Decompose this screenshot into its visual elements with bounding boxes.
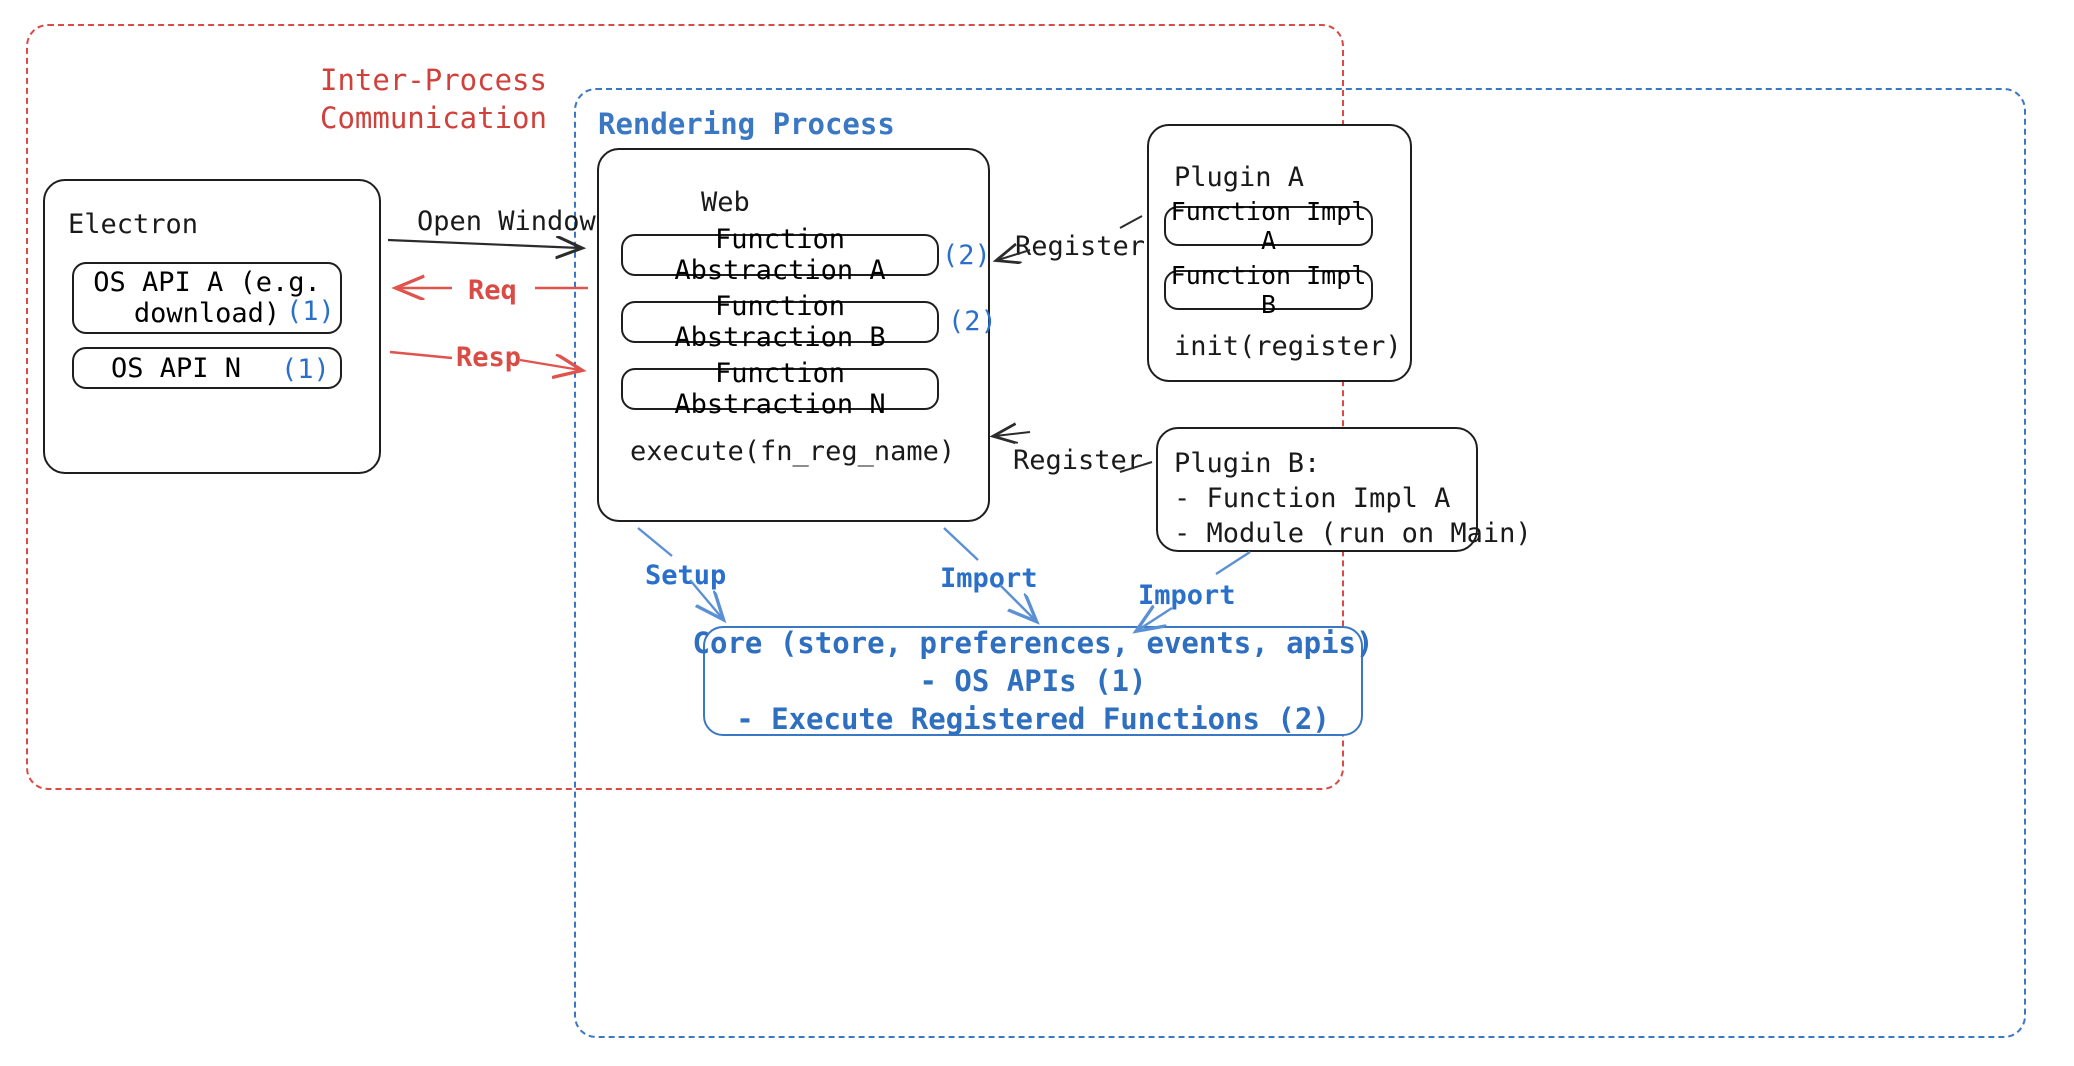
function-impl-a-label: Function Impl A — [1170, 197, 1367, 255]
function-abstraction-n-node[interactable]: Function Abstraction N — [621, 358, 939, 420]
edge-label-register-b: Register — [1013, 445, 1144, 476]
os-api-n-label: OS API N — [110, 352, 242, 384]
function-abstraction-a-label: Function Abstraction A — [674, 224, 886, 286]
plugin-a-init-label: init(register) — [1174, 331, 1402, 362]
function-abstraction-b-node[interactable]: Function Abstraction B — [621, 291, 939, 353]
function-abstraction-a-node[interactable]: Function Abstraction A — [621, 224, 939, 286]
core-line-3: - Execute Registered Functions (2) — [736, 702, 1330, 737]
os-api-a-marker: (1) — [286, 296, 335, 327]
function-impl-a-node[interactable]: Function Impl A — [1164, 197, 1373, 255]
ipc-boundary-frame — [26, 24, 1344, 790]
core-line-2: - OS APIs (1) — [919, 663, 1147, 698]
edge-label-register-a: Register — [1015, 231, 1146, 262]
ipc-boundary-label: Inter-Process Communication — [320, 63, 547, 135]
core-node[interactable]: Core (store, preferences, events, apis) … — [693, 626, 1374, 737]
os-api-a-label: OS API A (e.g. download) — [93, 267, 321, 329]
os-api-n-node[interactable]: OS API N — [72, 347, 342, 389]
function-abstraction-b-marker: (2) — [948, 306, 997, 337]
plugin-a-node[interactable] — [1147, 124, 1412, 382]
plugin-b-node[interactable] — [1156, 427, 1478, 552]
plugin-a-title: Plugin A — [1174, 162, 1305, 193]
rendering-process-frame — [574, 88, 2026, 1038]
function-abstraction-b-label: Function Abstraction B — [674, 291, 886, 353]
rendering-process-label: Rendering Process — [598, 107, 895, 141]
function-abstraction-n-label: Function Abstraction N — [674, 358, 886, 420]
edge-label-import-plugin: Import — [1138, 580, 1236, 611]
electron-title: Electron — [68, 209, 199, 240]
function-impl-b-label: Function Impl B — [1170, 261, 1367, 319]
edge-label-import-web: Import — [940, 563, 1038, 594]
function-abstraction-a-marker: (2) — [942, 240, 991, 271]
os-api-a-node[interactable]: OS API A (e.g. download) — [72, 262, 342, 334]
edge-label-open-window: Open Window — [417, 206, 596, 237]
core-line-1: Core (store, preferences, events, apis) — [692, 625, 1374, 660]
web-execute-label: execute(fn_reg_name) — [630, 436, 956, 467]
edge-label-resp: Resp — [456, 342, 522, 373]
web-title: Web — [701, 187, 750, 218]
edge-label-req: Req — [468, 275, 517, 306]
plugin-b-lines: Plugin B: - Function Impl A - Module (ru… — [1174, 448, 1532, 549]
function-impl-b-node[interactable]: Function Impl B — [1164, 261, 1373, 319]
edge-label-setup: Setup — [645, 560, 727, 591]
os-api-n-marker: (1) — [281, 354, 330, 385]
